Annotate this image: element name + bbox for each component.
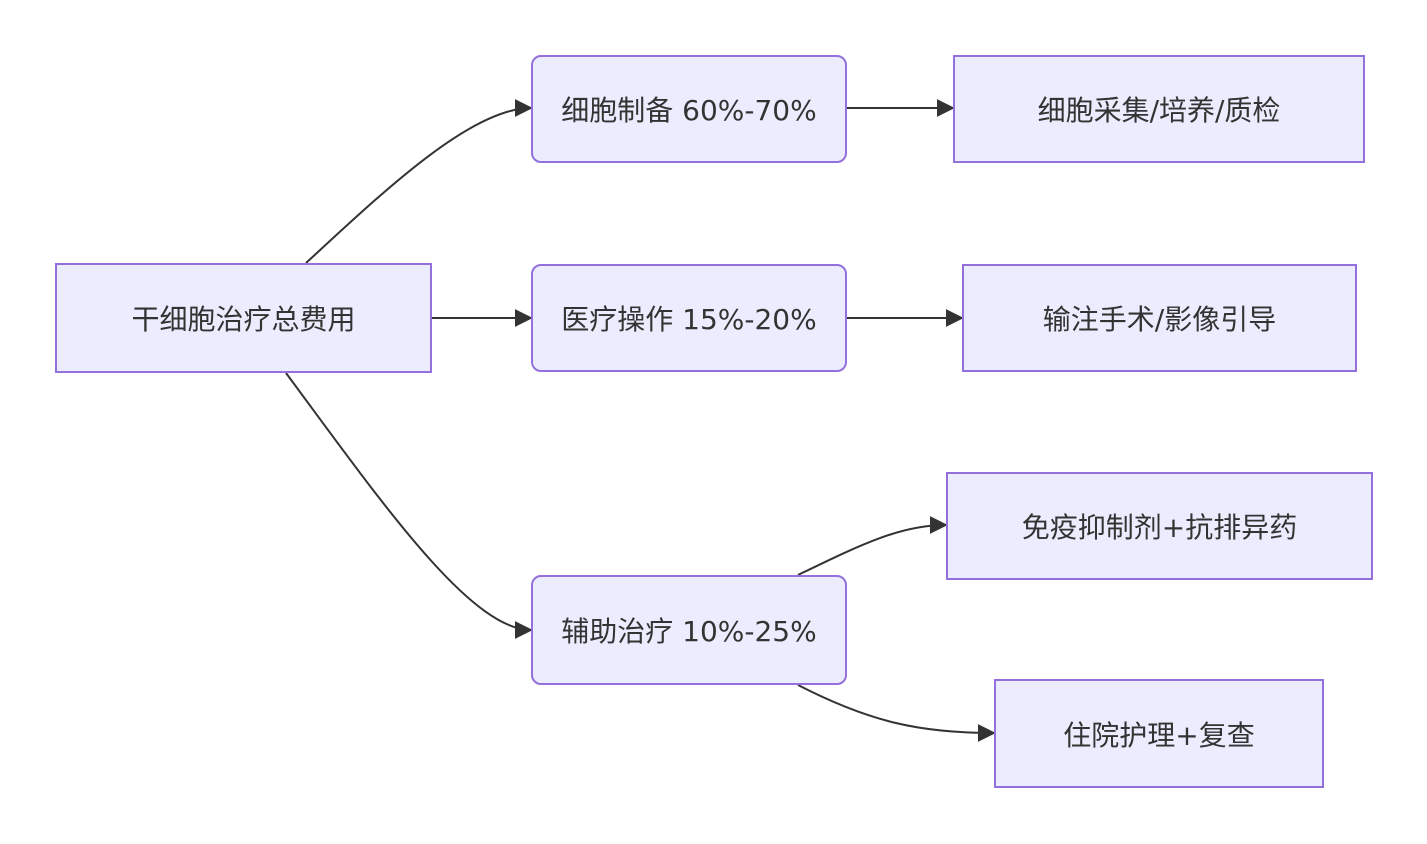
edge-adjuvant-to-immuno — [797, 516, 948, 576]
node-infusion-label: 输注手术/影像引导 — [1042, 303, 1277, 336]
edge-total-to-adjuvant — [285, 372, 533, 639]
edge-total-to-cell-prep — [305, 99, 533, 264]
node-hospital: 住院护理+复查 — [994, 679, 1324, 788]
node-total-cost: 干细胞治疗总费用 — [55, 263, 432, 373]
node-medical-op-label: 医疗操作 15%-20% — [561, 303, 817, 336]
node-medical-op: 医疗操作 15%-20% — [531, 264, 847, 372]
node-adjuvant: 辅助治疗 10%-25% — [531, 575, 847, 685]
node-adjuvant-label: 辅助治疗 10%-25% — [561, 615, 817, 648]
node-hospital-label: 住院护理+复查 — [1063, 718, 1255, 752]
node-immuno-label: 免疫抑制剂+抗排异药 — [1021, 511, 1298, 544]
node-cell-collect: 细胞采集/培养/质检 — [953, 55, 1365, 163]
node-infusion: 输注手术/影像引导 — [962, 264, 1357, 372]
edge-adjuvant-to-hospital — [797, 684, 996, 742]
node-cell-collect-label: 细胞采集/培养/质检 — [1037, 94, 1281, 127]
node-total-cost-label: 干细胞治疗总费用 — [131, 303, 356, 336]
node-cell-prep: 细胞制备 60%-70% — [531, 55, 847, 163]
node-immuno: 免疫抑制剂+抗排异药 — [946, 472, 1373, 580]
node-cell-prep-label: 细胞制备 60%-70% — [561, 94, 817, 127]
